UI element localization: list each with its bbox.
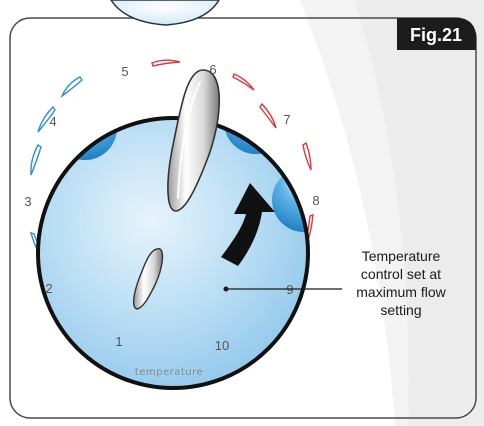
background-shadow	[355, 0, 484, 426]
dial-number-1: 1	[115, 334, 122, 349]
dial-number-5: 5	[121, 64, 128, 79]
callout-line-2: control set at	[361, 266, 441, 282]
figure-panel	[9, 17, 477, 419]
dial-face	[38, 118, 308, 388]
figure-badge: Fig.21	[397, 18, 476, 50]
callout-line-3: maximum flow	[356, 284, 446, 300]
dial-pointer-highlight	[177, 81, 201, 199]
callout-line-4: setting	[380, 302, 421, 318]
dial-tail-pointer	[132, 248, 164, 310]
dial-number-10: 10	[215, 338, 229, 353]
callout-dot	[223, 286, 229, 292]
dial-notch	[123, 48, 187, 112]
top-knob	[110, 0, 220, 26]
cold-scale-mark	[37, 105, 56, 133]
dial-pointer	[167, 69, 220, 212]
dial-number-4: 4	[49, 114, 56, 129]
temperature-dial[interactable]	[36, 48, 336, 390]
dial-caption: temperature	[135, 367, 203, 378]
hot-scale-mark	[259, 102, 277, 129]
cold-scale-mark	[60, 76, 83, 99]
dial-rim	[36, 116, 310, 390]
figure-label: Fig.21	[410, 25, 462, 45]
rotation-arrow	[221, 183, 275, 266]
dial-number-6: 6	[209, 62, 216, 77]
callout: Temperature control set at maximum flow …	[223, 248, 447, 318]
dial-number-3: 3	[24, 194, 31, 209]
dial-number-8: 8	[312, 193, 319, 208]
cold-scale-mark	[30, 143, 42, 176]
hot-scale-mark	[302, 141, 312, 171]
hot-scale-mark	[151, 59, 181, 67]
dial-number-7: 7	[283, 112, 290, 127]
hot-scale-mark	[232, 73, 255, 91]
callout-line-1: Temperature	[362, 248, 441, 264]
dial-number-2: 2	[45, 281, 52, 296]
